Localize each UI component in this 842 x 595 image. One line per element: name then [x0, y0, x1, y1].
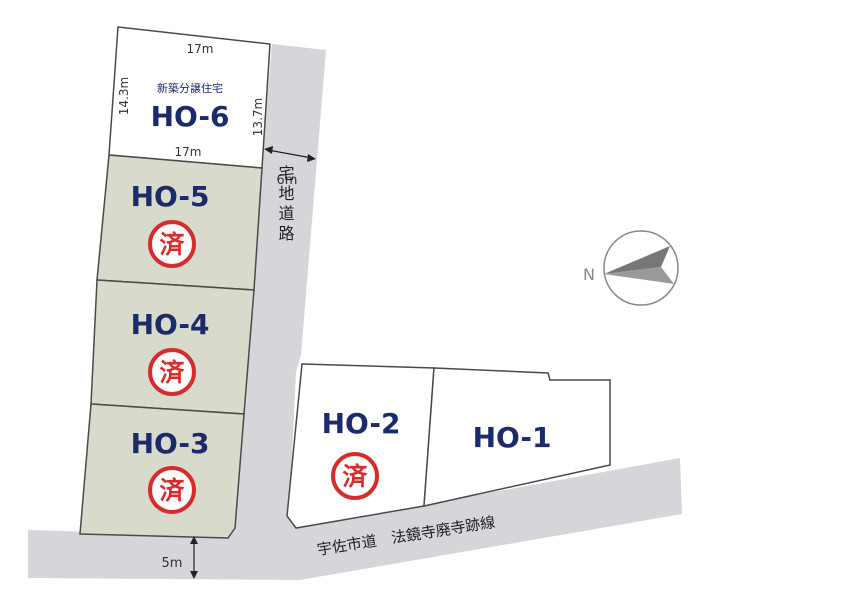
sold-mark: 済 — [342, 462, 368, 491]
lot-ho1-label: HO-1 — [473, 421, 552, 454]
sold-stamp-ho5: 済 — [148, 220, 196, 268]
lot-ho3-label: HO-3 — [131, 427, 210, 460]
private-road-label: 宅地道路 — [276, 165, 295, 245]
dim-ho6-top: 17m — [187, 42, 214, 56]
sold-mark: 済 — [159, 358, 185, 387]
lot-ho6-subtitle: 新築分譲住宅 — [157, 81, 223, 95]
sold-stamp-ho3: 済 — [148, 466, 196, 514]
sold-stamp-ho2: 済 — [331, 452, 379, 500]
dim-ho6-left: 14.3m — [117, 77, 131, 115]
road-width-arrow — [264, 146, 316, 162]
dim-ho6-right: 13.7m — [251, 98, 265, 136]
sold-stamp-ho4: 済 — [148, 348, 196, 396]
lot-ho2[interactable] — [286, 363, 435, 529]
compass: N — [583, 230, 679, 306]
lot-ho1[interactable] — [423, 367, 611, 507]
lot-ho5-label: HO-5 — [131, 180, 210, 213]
lot-ho6-label: HO-6 — [151, 100, 230, 133]
dim-ho6-bottom: 17m — [175, 145, 202, 159]
dim-private-road-width: 6m — [277, 173, 298, 188]
compass-label: N — [583, 265, 595, 284]
dim-city-road-width: 5m — [162, 556, 183, 571]
sold-mark: 済 — [159, 230, 185, 259]
lot-ho2-label: HO-2 — [322, 407, 401, 440]
city-road-width-arrow — [190, 536, 198, 579]
north-arrow-icon — [604, 246, 674, 284]
lot-ho4-label: HO-4 — [131, 308, 210, 341]
sold-mark: 済 — [159, 476, 185, 505]
